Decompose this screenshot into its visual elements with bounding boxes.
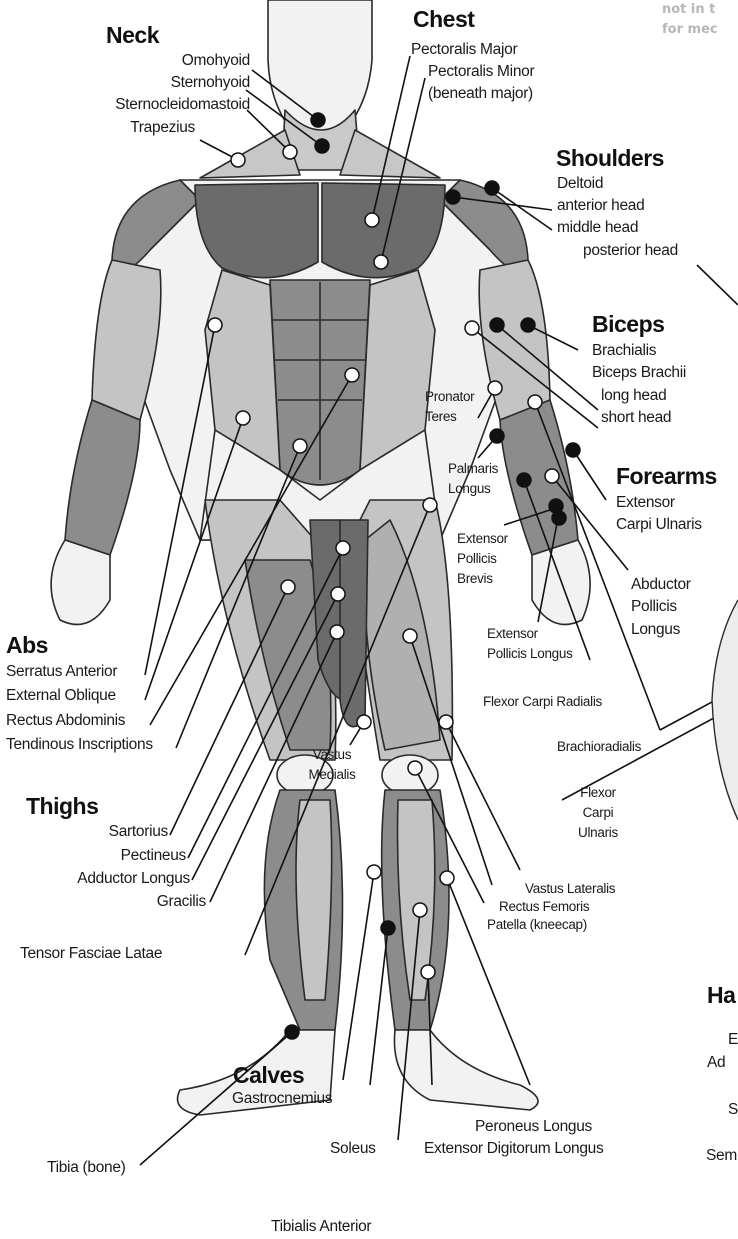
flexor-carpi-radialis-label: Flexor Carpi Radialis xyxy=(483,693,602,710)
tibia-label: Tibia (bone) xyxy=(47,1158,126,1177)
extensor-digitorum-longus-label: Extensor Digitorum Longus xyxy=(424,1139,603,1158)
note-line-2: for mec xyxy=(662,20,718,40)
shoulders-title: Shoulders xyxy=(556,145,664,171)
pronator-teres-label-1: Pronator xyxy=(425,388,474,405)
sternohyoid-label: Sternohyoid xyxy=(171,73,250,92)
gracilis-label: Gracilis xyxy=(157,892,206,911)
sternocleidomastoid-label: Sternocleidomastoid xyxy=(115,95,250,114)
calves-title: Calves xyxy=(233,1062,304,1088)
long-head-label: long head xyxy=(601,386,666,405)
tibialis-anterior-label: Tibialis Anterior xyxy=(271,1217,371,1236)
flexor-carpi-ulnaris-label-1: Flexor xyxy=(572,784,624,801)
knee-right xyxy=(382,755,438,795)
rectus-femoris-label: Rectus Femoris xyxy=(499,898,589,915)
chest-title: Chest xyxy=(413,6,474,32)
peroneus-longus-label: Peroneus Longus xyxy=(475,1117,592,1136)
flexor-carpi-ulnaris-label-3: Ulnaris xyxy=(572,824,624,841)
neck-title: Neck xyxy=(106,22,159,48)
abductor-pollicis-longus-label-1: Abductor xyxy=(631,575,691,594)
abductor-pollicis-longus-label-2: Pollicis xyxy=(631,597,677,616)
anterior-head-label: anterior head xyxy=(557,196,644,215)
thighs-title: Thighs xyxy=(26,793,98,819)
posterior-head-label: posterior head xyxy=(583,241,678,260)
hamstrings-title-partial: Ha xyxy=(707,982,735,1008)
hamstrings-label-partial-3: S xyxy=(728,1100,738,1119)
pectoralis-minor-note: (beneath major) xyxy=(428,84,533,103)
pectoralis-minor-label: Pectoralis Minor xyxy=(428,62,534,81)
note-line-1: not in t xyxy=(662,0,715,20)
short-head-label: short head xyxy=(601,408,671,427)
abs-title: Abs xyxy=(6,632,48,658)
pectoralis-major-label: Pectoralis Major xyxy=(411,40,517,59)
soleus-label: Soleus xyxy=(330,1139,376,1158)
omohyoid-label: Omohyoid xyxy=(182,51,250,70)
adductor-longus-label: Adductor Longus xyxy=(77,869,190,888)
external-oblique-label: External Oblique xyxy=(6,686,116,705)
extensor-pollicis-brevis-label-2: Pollicis xyxy=(457,550,497,567)
deltoid-label: Deltoid xyxy=(557,174,603,193)
trapezius-label: Trapezius xyxy=(130,118,195,137)
vastus-medialis-label-1: Vastus xyxy=(296,746,368,763)
palmaris-longus-label-2: Longus xyxy=(448,480,491,497)
palmaris-longus-label-1: Palmaris xyxy=(448,460,498,477)
biceps-title: Biceps xyxy=(592,311,664,337)
vastus-lateralis-label: Vastus Lateralis xyxy=(525,880,615,897)
extensor-pollicis-brevis-label-1: Extensor xyxy=(457,530,508,547)
pectineus-label: Pectineus xyxy=(121,846,186,865)
hamstrings-label-partial-4: Sem xyxy=(706,1146,737,1165)
extensor-pollicis-longus-label-2: Pollicis Longus xyxy=(487,645,573,662)
tensor-fasciae-latae-label: Tensor Fasciae Latae xyxy=(20,944,162,963)
foot-right xyxy=(394,1030,538,1110)
patella-label: Patella (kneecap) xyxy=(487,916,587,933)
hamstrings-label-partial-2: Ad xyxy=(707,1053,725,1072)
tendinous-inscriptions-label: Tendinous Inscriptions xyxy=(6,735,153,754)
brachioradialis-label: Brachioradialis xyxy=(557,738,641,755)
brachialis-label: Brachialis xyxy=(592,341,656,360)
forearm-right xyxy=(500,400,578,555)
hamstrings-label-partial-1: E xyxy=(728,1030,738,1049)
extensor-pollicis-brevis-label-3: Brevis xyxy=(457,570,493,587)
flexor-carpi-ulnaris-label-2: Carpi xyxy=(572,804,624,821)
biceps-brachii-label: Biceps Brachii xyxy=(592,363,686,382)
gastrocnemius-label: Gastrocnemius xyxy=(232,1089,332,1108)
hand-left xyxy=(51,540,110,625)
pronator-teres-label-2: Teres xyxy=(425,408,457,425)
extensor-carpi-ulnaris-label-1: Extensor xyxy=(616,493,675,512)
extensor-pollicis-longus-label-1: Extensor xyxy=(487,625,538,642)
sartorius-label: Sartorius xyxy=(109,822,168,841)
extensor-carpi-ulnaris-label-2: Carpi Ulnaris xyxy=(616,515,702,534)
rectus-abdominis-label: Rectus Abdominis xyxy=(6,711,125,730)
forearm-left xyxy=(65,400,140,555)
middle-head-label: middle head xyxy=(557,218,638,237)
forearms-title: Forearms xyxy=(616,463,717,489)
serratus-anterior-label: Serratus Anterior xyxy=(6,662,117,681)
vastus-medialis-label-2: Medialis xyxy=(296,766,368,783)
abductor-pollicis-longus-label-3: Longus xyxy=(631,620,680,639)
